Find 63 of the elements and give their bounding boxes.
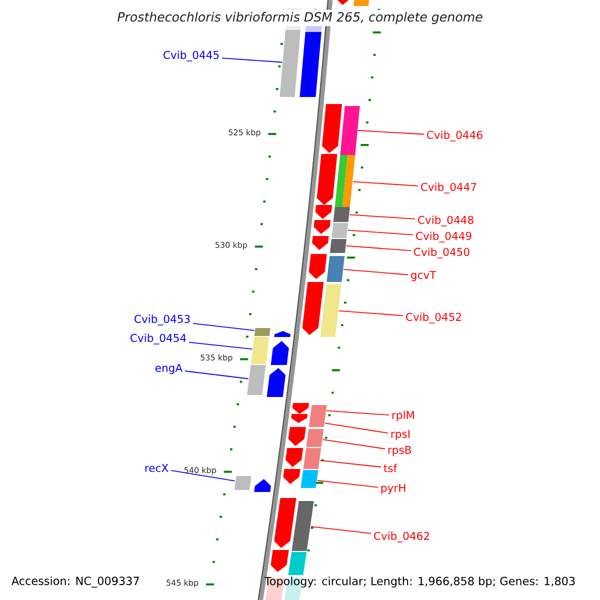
gene-feature (250, 337, 289, 365)
gene-feature (247, 365, 286, 397)
scale-label: 535 kbp (200, 354, 232, 362)
gene-label: gcvT (411, 270, 436, 282)
leader-line (222, 58, 283, 63)
gene-feature (308, 254, 345, 282)
scale-label: 540 kbp (184, 466, 216, 475)
leader-line (184, 370, 249, 380)
gene-label: Cvib_0448 (418, 216, 474, 226)
gene-label: tsf (384, 464, 398, 472)
leader-line (346, 245, 412, 252)
gene-feature (292, 403, 327, 416)
gene-label: Cvib_0450 (414, 248, 470, 258)
gene-label: Cvib_0447 (421, 182, 476, 194)
scale-label: 525 kbp (228, 129, 260, 137)
gene-feature (322, 104, 360, 155)
gene-feature (312, 236, 346, 253)
leader-line (326, 410, 390, 416)
leader-line (349, 214, 416, 220)
gene-label: Cvib_0445 (164, 50, 219, 62)
leader-line (352, 181, 418, 186)
leader-line (170, 470, 236, 482)
leader-line (347, 230, 414, 236)
gene-feature (254, 328, 291, 337)
leader-line (310, 526, 372, 534)
leader-line (338, 310, 404, 316)
scale-label: 530 kbp (216, 242, 248, 250)
gene-feature (291, 414, 326, 427)
gene-label: pyrH (381, 484, 406, 494)
gene-feature (316, 154, 356, 207)
leader-line (324, 422, 388, 434)
leader-line (320, 460, 382, 468)
gene-feature (288, 427, 324, 447)
gene-label: Cvib_0452 (406, 312, 461, 324)
leader-line (316, 480, 378, 488)
gene-label: Cvib_0446 (427, 130, 482, 142)
gene-feature (270, 550, 307, 575)
gene-feature (283, 469, 318, 488)
gene-label: Cvib_0462 (374, 532, 429, 542)
gene-label: Cvib_0454 (130, 334, 186, 344)
leader-line (192, 323, 255, 331)
leader-line (188, 342, 253, 350)
gene-feature (335, 0, 370, 6)
gene-feature (314, 220, 348, 238)
scale-label: 545 kbp (166, 580, 198, 588)
gene-label: engA (155, 364, 182, 374)
leader-line (343, 268, 408, 276)
gene-label: rplM (392, 410, 414, 422)
gene-feature (315, 205, 350, 222)
gene-feature (302, 282, 342, 337)
leader-line (358, 130, 424, 135)
info-text: Accession: NC_009337 (12, 576, 139, 588)
gene-label: recX (145, 464, 168, 472)
info-text: Topology: circular; Length: 1,966,858 bp; Genes: 1,803 (264, 576, 575, 588)
leader-line (322, 439, 386, 450)
title: Prosthecochloris vibrioformis DSM 265, complete genome (115, 10, 485, 26)
gene-label: rpsB (388, 446, 411, 456)
gene-label: Cvib_0453 (134, 314, 190, 326)
gene-feature (286, 448, 322, 469)
gene-label: Cvib_0449 (416, 232, 472, 242)
gene-feature (234, 476, 271, 492)
gene-label: rpsI (391, 430, 410, 440)
gene-feature (274, 498, 314, 551)
